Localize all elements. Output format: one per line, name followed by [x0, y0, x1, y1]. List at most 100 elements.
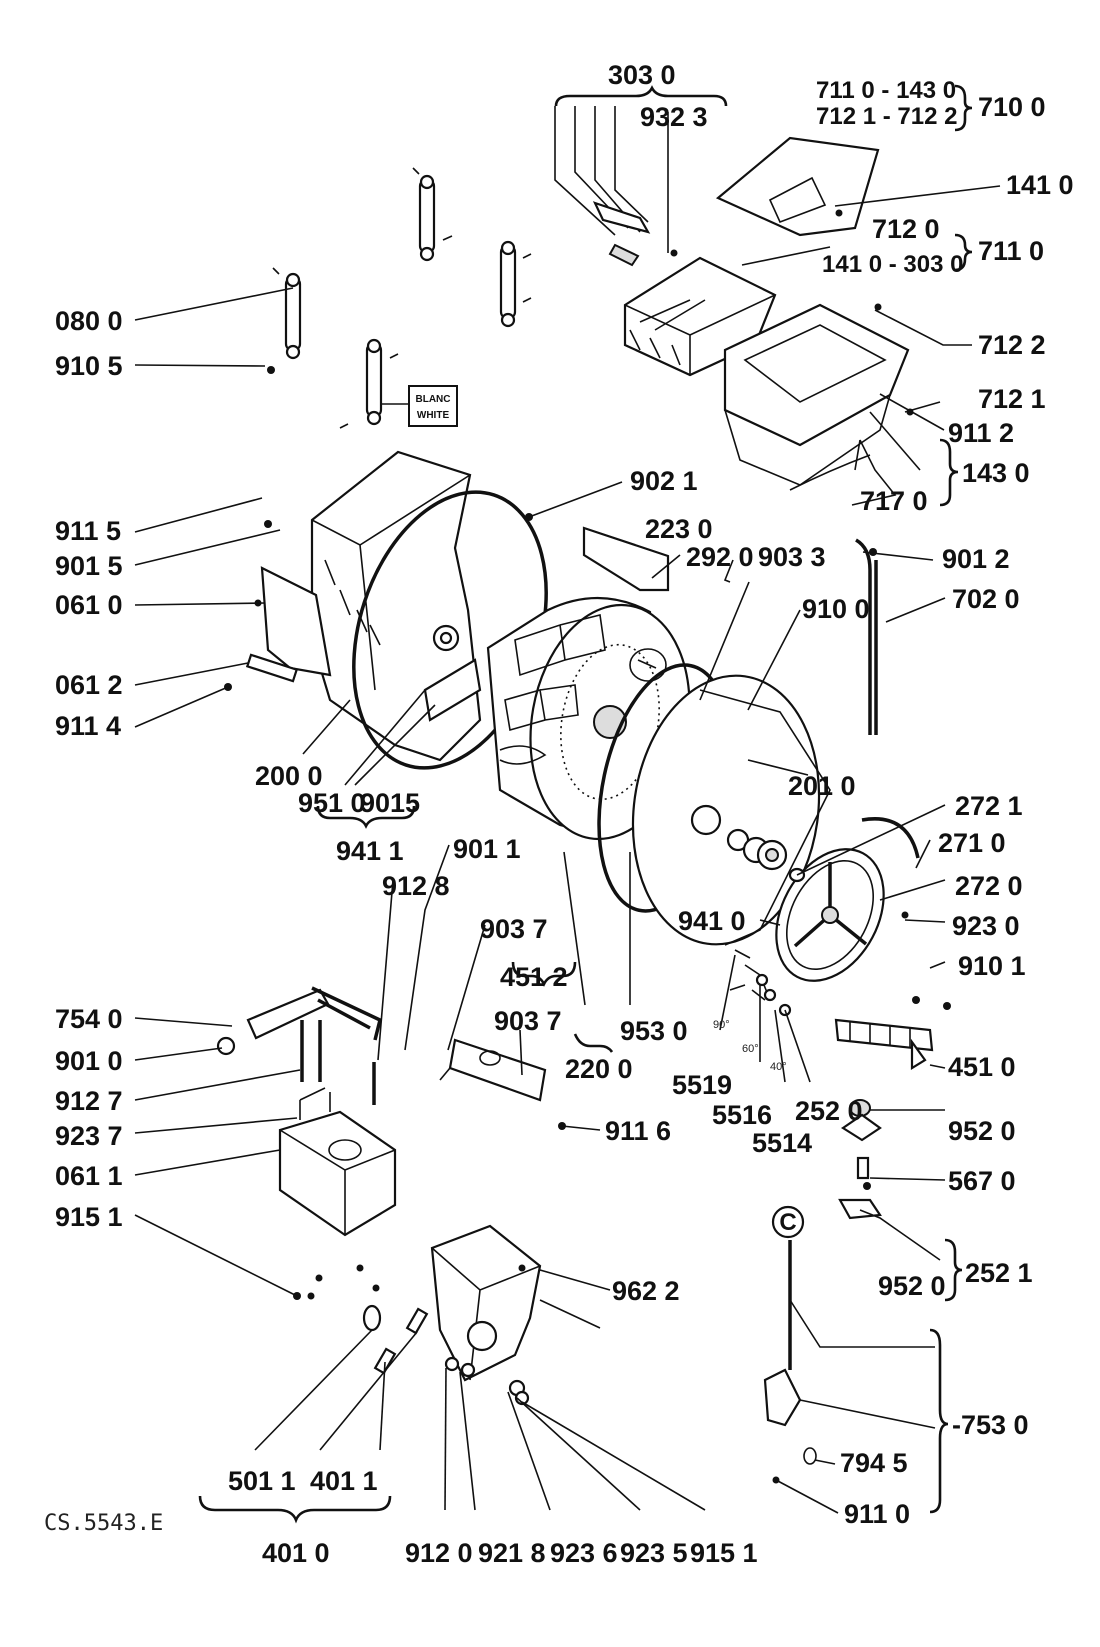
- label-143-0: 143 0: [962, 458, 1030, 488]
- label-451-2: 451 2: [500, 962, 568, 992]
- dispenser-valve-assembly: [554, 106, 651, 267]
- tag-blanc: BLANC: [416, 394, 451, 405]
- suspension-springs: [272, 167, 532, 429]
- label-901-1: 901 1: [453, 834, 521, 864]
- motor-brushes: [362, 1304, 429, 1375]
- label-901-2: 901 2: [942, 544, 1010, 574]
- label-903-3: 903 3: [758, 542, 826, 572]
- label-912-8: 912 8: [382, 871, 450, 901]
- drum-pulley: [775, 848, 885, 982]
- bearing-assembly: [838, 1099, 882, 1220]
- label-941-1: 941 1: [336, 836, 404, 866]
- label-951-0: 951 0: [298, 788, 366, 818]
- label-711-0-143-0: 711 0 - 143 0: [816, 77, 956, 104]
- label-952-0: 952 0: [948, 1116, 1016, 1146]
- label-910-0: 910 0: [802, 594, 870, 624]
- label-911-0: 911 0: [844, 1499, 910, 1529]
- label-952-0-b: 952 0: [878, 1271, 946, 1301]
- circle-c-label: C: [779, 1209, 796, 1236]
- label-271-0: 271 0: [938, 828, 1006, 858]
- label-921-8: 921 8: [478, 1538, 546, 1568]
- label-201-0: 201 0: [788, 771, 856, 801]
- angle-60: 60°: [742, 1043, 759, 1055]
- label-923-6: 923 6: [550, 1538, 618, 1568]
- label-910-5: 910 5: [55, 351, 123, 381]
- heating-element: [834, 1018, 934, 1070]
- label-712-0: 712 0: [872, 214, 940, 244]
- label-901-0: 901 0: [55, 1046, 123, 1076]
- label-5519: 5519: [672, 1070, 732, 1100]
- label-923-5: 923 5: [620, 1538, 688, 1568]
- label-754-0: 754 0: [55, 1004, 123, 1034]
- label-911-6: 911 6: [605, 1116, 671, 1146]
- drain-pipe: [216, 986, 383, 1056]
- motor: [430, 1224, 601, 1406]
- label-915-1-b: 915 1: [690, 1538, 758, 1568]
- label-901-5: 901 5: [55, 551, 123, 581]
- thermostat-probes: [729, 949, 792, 1017]
- label-272-0: 272 0: [955, 871, 1023, 901]
- label-401-0: 401 0: [262, 1538, 330, 1568]
- label-753-0: -753 0: [952, 1410, 1029, 1440]
- label-953-0: 953 0: [620, 1016, 688, 1046]
- label-451-0: 451 0: [948, 1052, 1016, 1082]
- counterweight: [582, 526, 670, 592]
- label-912-0: 912 0: [405, 1538, 473, 1568]
- drive-belt: [861, 817, 920, 859]
- label-711-0: 711 0: [978, 236, 1044, 266]
- label-712-1-712-2: 712 1 - 712 2: [816, 103, 957, 130]
- label-272-1: 272 1: [955, 791, 1023, 821]
- label-717-0: 717 0: [860, 486, 928, 516]
- label-923-0: 923 0: [952, 911, 1020, 941]
- label-702-0: 702 0: [952, 584, 1020, 614]
- label-223-0: 223 0: [645, 514, 713, 544]
- label-794-5: 794 5: [840, 1448, 908, 1478]
- label-712-2: 712 2: [978, 330, 1046, 360]
- label-915-1: 915 1: [55, 1202, 123, 1232]
- label-910-1: 910 1: [958, 951, 1026, 981]
- drain-hose-tube: [855, 538, 878, 735]
- document-reference: CS.5543.E: [44, 1511, 163, 1536]
- label-5514: 5514: [752, 1128, 812, 1158]
- label-710-0: 710 0: [978, 92, 1046, 122]
- colour-tag: BLANC WHITE: [382, 385, 458, 427]
- label-903-7: 903 7: [480, 914, 548, 944]
- dispenser-housing: [723, 303, 910, 491]
- dispenser-lid: [715, 136, 880, 237]
- part-labels: 303 0 932 3 711 0 - 143 0 712 1 - 712 2 …: [44, 60, 1074, 1568]
- label-061-0: 061 0: [55, 590, 123, 620]
- label-220-0: 220 0: [565, 1054, 633, 1084]
- label-401-1: 401 1: [310, 1466, 378, 1496]
- label-941-0: 941 0: [678, 906, 746, 936]
- label-061-2: 061 2: [55, 670, 123, 700]
- heater-bracket: [439, 1038, 547, 1102]
- angle-40: 40°: [770, 1061, 787, 1073]
- label-962-2: 962 2: [612, 1276, 680, 1306]
- outer-tub-front-half: [631, 674, 831, 946]
- label-923-7: 923 7: [55, 1121, 123, 1151]
- label-567-0: 567 0: [948, 1166, 1016, 1196]
- label-911-2: 911 2: [948, 418, 1014, 448]
- label-902-1: 902 1: [630, 466, 698, 496]
- label-912-7: 912 7: [55, 1086, 123, 1116]
- motor-support-block: [278, 1087, 397, 1237]
- label-080-0: 080 0: [55, 306, 123, 336]
- label-141-0-303-0: 141 0 - 303 0: [822, 251, 963, 278]
- label-903-7-b: 903 7: [494, 1006, 562, 1036]
- drain-pump: [763, 1205, 817, 1465]
- label-303-0: 303 0: [608, 60, 676, 90]
- label-061-1: 061 1: [55, 1161, 123, 1191]
- tag-white: WHITE: [417, 410, 450, 421]
- label-292-0: 292 0: [686, 542, 754, 572]
- label-501-1: 501 1: [228, 1466, 296, 1496]
- angle-90: 90°: [713, 1019, 730, 1031]
- label-252-0: 252 0: [795, 1096, 863, 1126]
- label-252-1: 252 1: [965, 1258, 1033, 1288]
- grouping-braces: [198, 84, 973, 1524]
- label-712-1: 712 1: [978, 384, 1046, 414]
- label-200-0: 200 0: [255, 761, 323, 791]
- label-5516: 5516: [712, 1100, 772, 1130]
- label-141-0: 141 0: [1006, 170, 1074, 200]
- leader-lines: [134, 112, 1001, 1514]
